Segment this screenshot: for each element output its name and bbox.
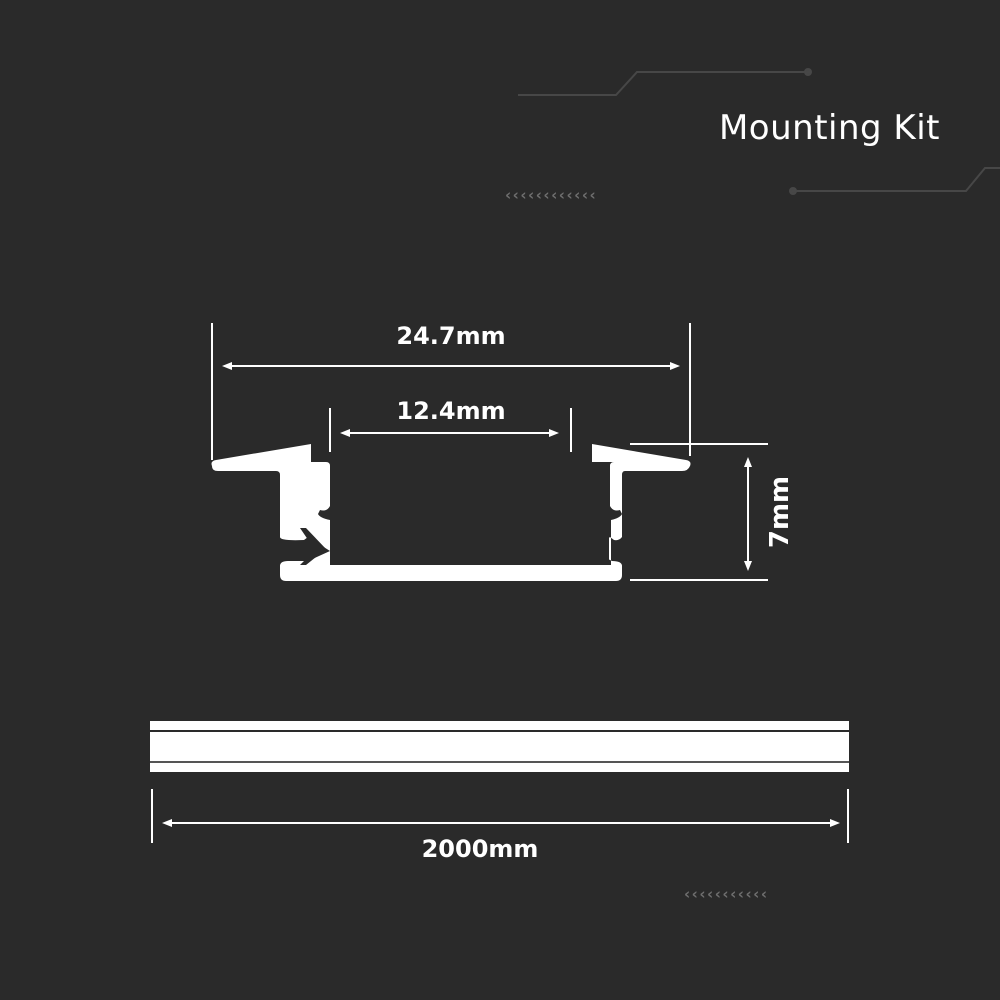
inner-width-label: 12.4mm: [396, 397, 506, 425]
chevron-row-bottom: ‹‹‹‹‹‹‹‹‹‹‹: [684, 885, 769, 903]
dimension-lines: [211, 323, 768, 581]
length-dimension-lines: [151, 789, 849, 843]
page-title: Mounting Kit: [718, 108, 940, 148]
chevron-row-top: ‹‹‹‹‹‹‹‹‹‹‹‹: [505, 186, 597, 204]
chevron-left-icon: ‹‹‹‹‹‹‹‹‹‹‹‹: [505, 186, 598, 204]
height-label: 7mm: [765, 475, 795, 549]
length-label: 2000mm: [421, 835, 539, 863]
chevron-left-icon: ‹‹‹‹‹‹‹‹‹‹‹: [684, 885, 769, 903]
profile-length-view: [150, 721, 849, 772]
outer-width-label: 24.7mm: [396, 322, 506, 350]
profile-cross-section: [211, 444, 691, 581]
